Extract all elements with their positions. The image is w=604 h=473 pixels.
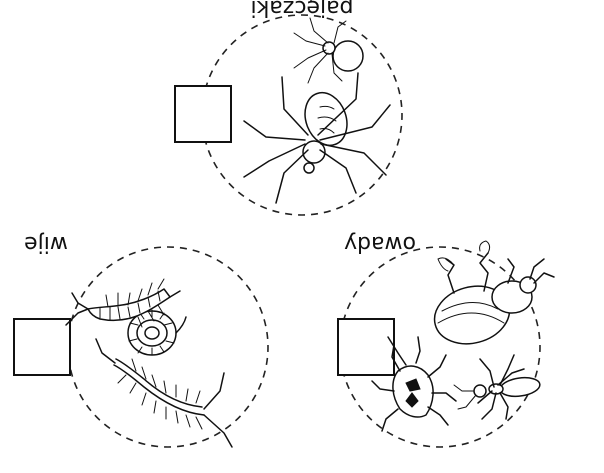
centipede-icon (96, 339, 232, 447)
ant-icon (454, 355, 541, 419)
myriapods-answer-box[interactable] (14, 319, 70, 375)
spider-icon (244, 73, 390, 203)
small-spider-icon (294, 18, 363, 83)
myriapods-label: wije (24, 231, 68, 256)
beetle-icon (428, 241, 554, 352)
group-arachnids: pajęczaki (175, 0, 402, 215)
group-myriapods: wije (14, 231, 268, 447)
arachnids-answer-box[interactable] (175, 86, 231, 142)
insects-label: owady (344, 231, 416, 256)
rotated-worksheet: pajęczaki (14, 0, 554, 447)
group-insects: owady (338, 231, 554, 447)
insects-answer-box[interactable] (338, 319, 394, 375)
arachnids-label: pajęczaki (250, 0, 353, 20)
